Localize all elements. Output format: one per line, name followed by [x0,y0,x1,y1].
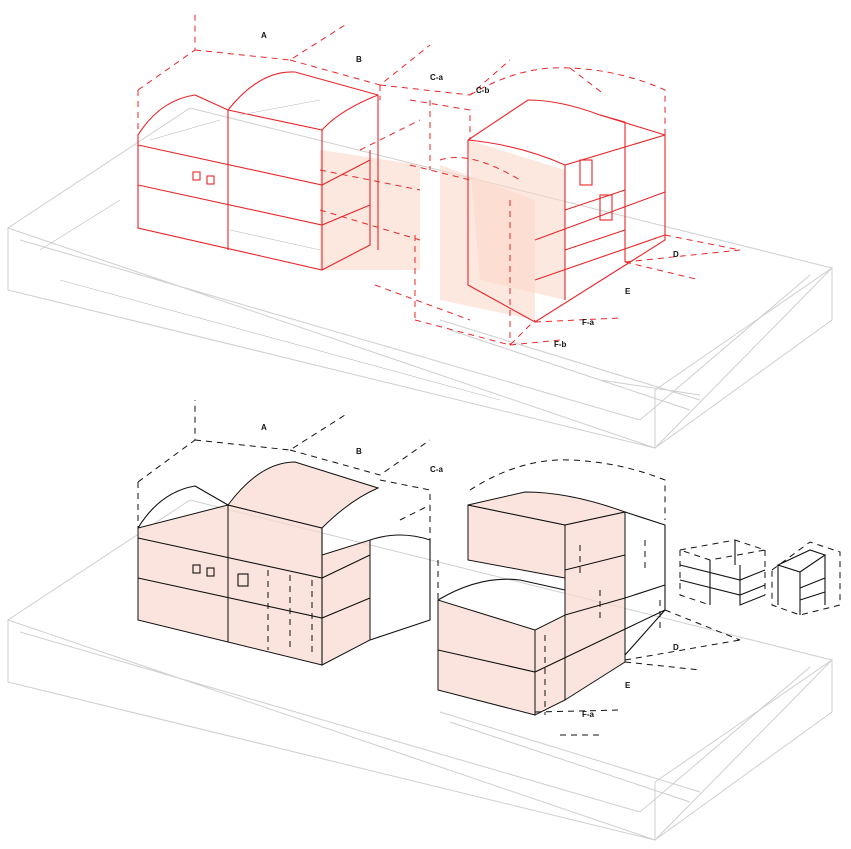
label-a: A [261,423,267,432]
label-f-b: F-b [554,340,567,349]
grid-lines-red-dashed [137,10,741,346]
label-a: A [261,31,267,40]
left-building [137,461,431,666]
label-b: B [356,447,362,456]
label-b: B [356,55,362,64]
right-building [437,491,666,716]
label-d: D [673,250,679,259]
grid-lines-dashed [137,400,741,736]
bottom-diagram: A B C-a D E F-a [6,400,841,841]
label-e: E [625,681,631,690]
module-blocks [679,539,841,616]
label-c-a: C-a [430,73,443,82]
left-building-red [137,71,420,271]
top-diagram: A B C-a C-b D E F-a F-b [6,10,833,449]
label-d: D [673,643,679,652]
bottom-labels: A B C-a D E F-a [261,423,679,719]
site-plinth [6,107,833,449]
site-plinth [6,499,833,841]
label-c-a: C-a [430,465,443,474]
label-e: E [625,287,631,296]
top-labels: A B C-a C-b D E F-a F-b [261,31,679,349]
right-building-red [440,99,666,323]
label-f-a: F-a [582,710,595,719]
label-f-a: F-a [582,318,595,327]
label-c-b: C-b [476,86,489,95]
